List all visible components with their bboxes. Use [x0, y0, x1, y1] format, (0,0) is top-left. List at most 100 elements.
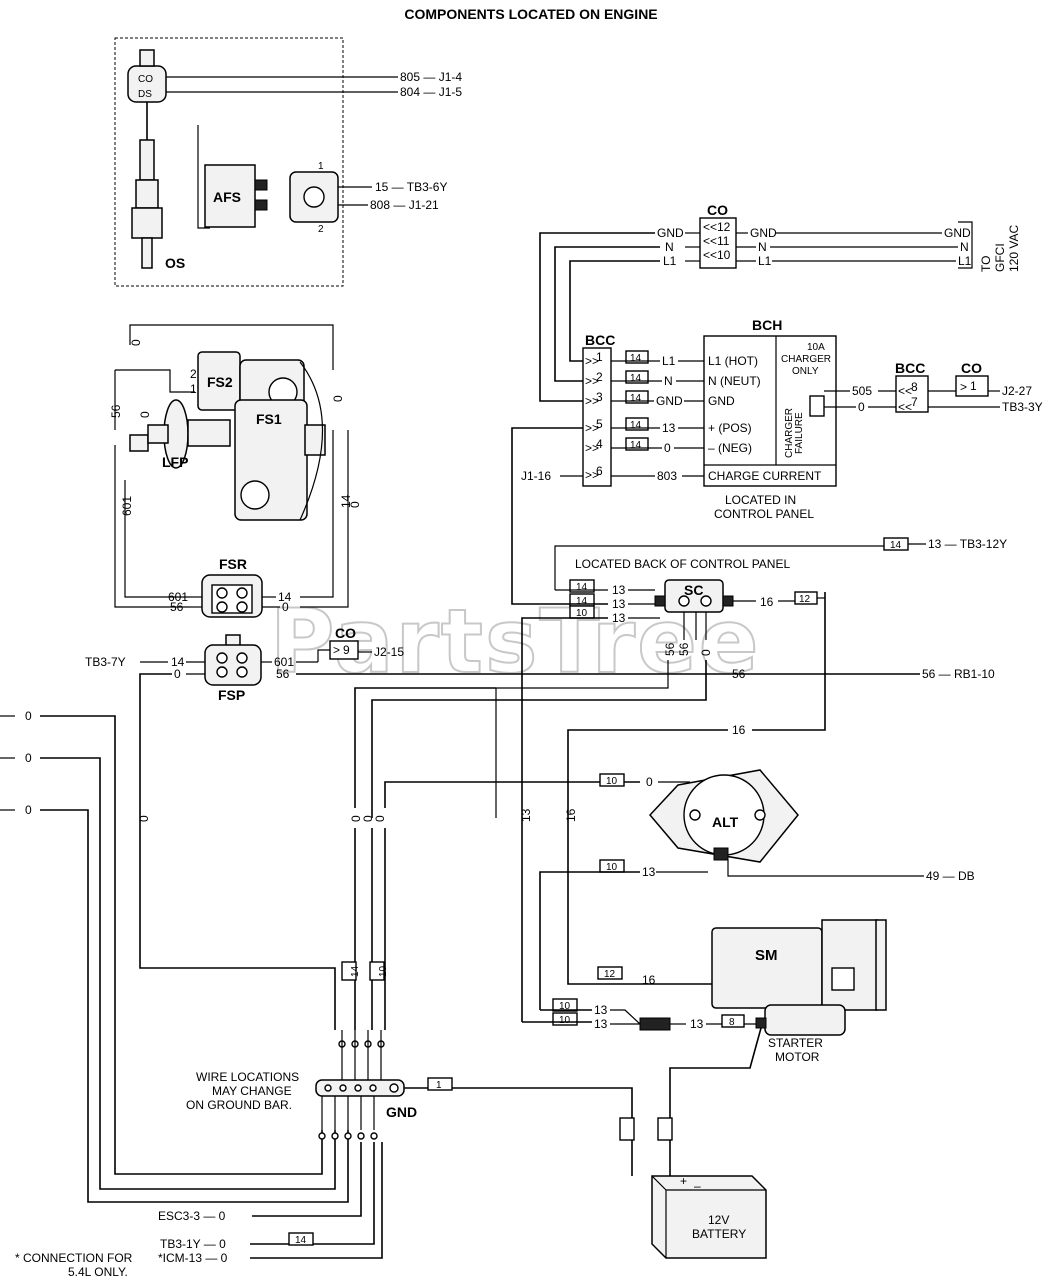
svg-text:0: 0 [138, 411, 152, 418]
svg-text:803: 803 [657, 469, 677, 483]
svg-text:16: 16 [760, 595, 774, 609]
svg-text:56: 56 [170, 600, 184, 614]
svg-text:14: 14 [576, 596, 588, 607]
rb1-10-label: 56 — RB1-10 [922, 667, 995, 681]
starter-motor [711, 919, 887, 1036]
svg-text:>>: >> [585, 441, 599, 455]
svg-text:14: 14 [278, 590, 292, 604]
svg-text:0: 0 [331, 395, 345, 402]
svg-text:DS: DS [138, 89, 152, 100]
svg-text:FAILURE: FAILURE [794, 412, 805, 454]
icm-13-label: *ICM-13 — 0 [158, 1251, 228, 1265]
svg-text:13: 13 [594, 1003, 608, 1017]
co-top-connector [699, 217, 737, 269]
fs1-label: FS1 [256, 411, 282, 427]
svg-text:TB3-7Y: TB3-7Y [85, 655, 126, 669]
sc-label: SC [684, 582, 703, 598]
svg-text:<<: << [898, 400, 912, 414]
svg-text:0: 0 [25, 751, 32, 765]
svg-text:>>: >> [585, 468, 599, 482]
svg-text:16: 16 [732, 723, 746, 737]
svg-text:13: 13 [519, 808, 533, 822]
svg-text:13: 13 [612, 583, 626, 597]
svg-text:J2-15: J2-15 [374, 645, 404, 659]
svg-text:TO: TO [979, 256, 993, 272]
bcc-side-connector [895, 375, 929, 413]
svg-text:>: > [960, 380, 967, 394]
svg-text:– (NEG): – (NEG) [708, 441, 752, 455]
bcc-main-connector [582, 347, 612, 487]
svg-text:0: 0 [174, 667, 181, 681]
svg-text:BCC: BCC [895, 360, 925, 376]
located-back-note: LOCATED BACK OF CONTROL PANEL [575, 557, 790, 571]
svg-text:120 VAC: 120 VAC [1007, 225, 1021, 272]
svg-text:12: 12 [717, 220, 731, 234]
svg-text:14: 14 [295, 1235, 307, 1246]
afs-pin1: 1 [318, 161, 324, 172]
afs-wire-808: 808 — J1-21 [370, 198, 439, 212]
svg-text:14: 14 [630, 393, 642, 404]
svg-text:1: 1 [970, 379, 977, 393]
svg-text:0: 0 [25, 709, 32, 723]
svg-text:LOCATED IN: LOCATED IN [725, 493, 796, 507]
svg-text:0: 0 [25, 803, 32, 817]
svg-text:14: 14 [576, 582, 588, 593]
svg-text:8: 8 [911, 380, 918, 394]
gfci-label: TO GFCI 120 VAC [979, 225, 1021, 272]
svg-text:ONLY: ONLY [792, 366, 819, 377]
svg-text:10: 10 [559, 1001, 571, 1012]
gnd-label: GND [386, 1104, 417, 1120]
sm-label: SM [755, 947, 778, 964]
svg-text:CHARGE CURRENT: CHARGE CURRENT [708, 469, 822, 483]
svg-text:ON GROUND BAR.: ON GROUND BAR. [186, 1098, 292, 1112]
battery-label-12v: 12V [708, 1213, 729, 1227]
tb3-12y-label: 13 — TB3-12Y [928, 537, 1007, 551]
svg-text:0: 0 [348, 501, 362, 508]
svg-text:9: 9 [343, 643, 350, 657]
svg-text:13: 13 [690, 1017, 704, 1031]
battery-minus: – [694, 1179, 701, 1193]
svg-text:0: 0 [282, 600, 289, 614]
svg-text:601: 601 [274, 655, 294, 669]
svg-text:N: N [664, 374, 673, 388]
svg-text:MOTOR: MOTOR [775, 1050, 820, 1064]
svg-text:0: 0 [858, 400, 865, 414]
svg-text:13: 13 [594, 1017, 608, 1031]
afs-module [197, 125, 339, 229]
svg-text:11: 11 [717, 234, 730, 248]
diagram-title: COMPONENTS LOCATED ON ENGINE [404, 6, 657, 22]
fsr-label: FSR [219, 556, 247, 572]
svg-text:<<: << [703, 248, 717, 262]
svg-text:<<: << [898, 384, 912, 398]
afs-wire-15: 15 — TB3-6Y [375, 180, 447, 194]
charger-failure-label: CHARGER FAILURE [784, 408, 805, 458]
footnote-line2: 5.4L ONLY. [68, 1265, 128, 1279]
svg-text:N: N [665, 240, 674, 254]
afs-pin2: 2 [318, 224, 324, 235]
svg-text:16: 16 [642, 973, 656, 987]
svg-text:56: 56 [663, 642, 677, 656]
battery-plus: + [680, 1174, 687, 1188]
svg-text:L1 (HOT): L1 (HOT) [708, 354, 758, 368]
svg-text:>>: >> [585, 354, 599, 368]
svg-text:4: 4 [596, 437, 603, 451]
svg-text:>>: >> [585, 374, 599, 388]
svg-text:0: 0 [646, 775, 653, 789]
svg-text:CO: CO [961, 360, 982, 376]
battery-label: BATTERY [692, 1227, 746, 1241]
fsp-connector [204, 634, 262, 686]
svg-text:J2-27: J2-27 [1002, 384, 1032, 398]
svg-text:601: 601 [168, 590, 188, 604]
svg-text:13: 13 [612, 611, 626, 625]
db-label: 49 — DB [926, 869, 975, 883]
battery [651, 1175, 767, 1259]
co-top-label: CO [707, 202, 728, 218]
svg-text:14: 14 [630, 440, 642, 451]
svg-text:13: 13 [612, 597, 626, 611]
os-wire-805: 805 — J1-4 [400, 70, 462, 84]
svg-text:L1: L1 [663, 254, 677, 268]
svg-text:14: 14 [171, 655, 185, 669]
tb3-1y-label: TB3-1Y — 0 [160, 1237, 226, 1251]
svg-text:14: 14 [630, 373, 642, 384]
